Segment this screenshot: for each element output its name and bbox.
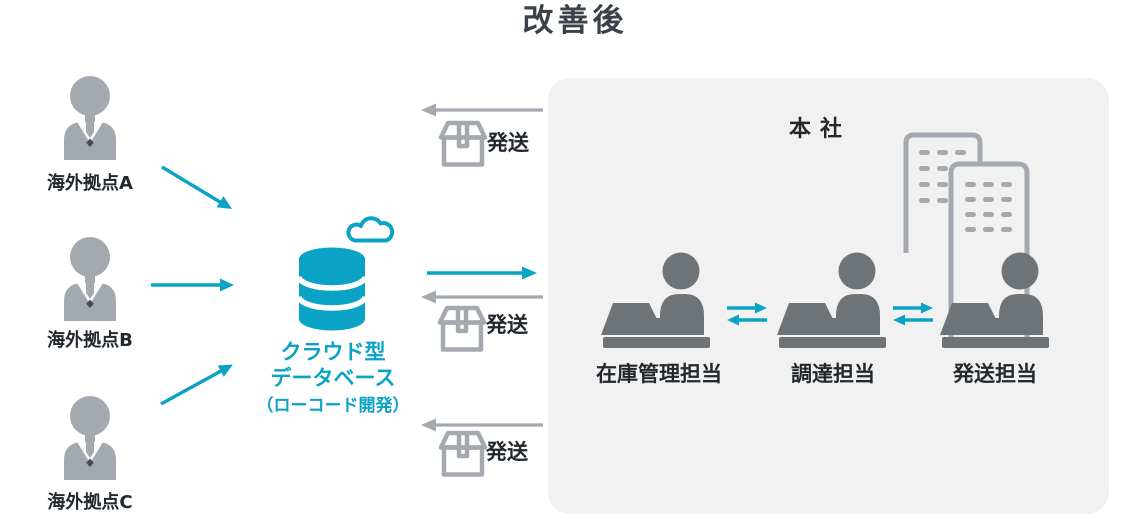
staff-label-shipping: 発送担当 xyxy=(953,362,1037,386)
arrow-site-c-to-db xyxy=(160,364,233,406)
staff-label-procurement: 調達担当 xyxy=(791,362,875,386)
overseas-site-c-icon xyxy=(64,396,116,480)
cloud-icon xyxy=(346,216,395,243)
database-icon xyxy=(296,247,368,331)
overseas-site-b-icon xyxy=(64,237,116,321)
shipping-arrow-middle xyxy=(421,290,543,304)
shipping-label-bottom: 発送 xyxy=(486,440,528,464)
exchange-arrows-2 xyxy=(893,302,933,326)
arrow-site-a-to-db xyxy=(161,165,232,209)
shipping-arrow-bottom xyxy=(421,418,543,432)
exchange-arrows-1 xyxy=(727,302,767,326)
shipping-arrow-top xyxy=(421,103,543,117)
staff-label-inventory: 在庫管理担当 xyxy=(596,362,722,386)
site-label-b: 海外拠点B xyxy=(47,330,133,351)
database-label-line3: （ローコード開発） xyxy=(256,396,410,416)
database-label-line1: クラウド型 xyxy=(280,340,386,364)
package-icon-bottom xyxy=(441,433,485,475)
shipping-label-middle: 発送 xyxy=(486,313,528,337)
worker-icon-procurement xyxy=(777,252,886,348)
site-label-c: 海外拠点C xyxy=(47,492,133,513)
head-office-title: 本社 xyxy=(788,117,851,142)
worker-icon-inventory xyxy=(601,252,710,348)
office-buildings-icon xyxy=(903,132,1030,340)
package-icon-top xyxy=(441,123,485,165)
site-label-a: 海外拠点A xyxy=(47,173,133,194)
shipping-label-top: 発送 xyxy=(487,131,529,155)
arrow-site-b-to-db xyxy=(151,278,234,292)
arrow-db-to-office xyxy=(427,266,537,280)
page-title: 改善後 xyxy=(522,3,628,39)
overseas-site-a-icon xyxy=(64,76,116,160)
package-icon-middle xyxy=(440,308,484,350)
database-label-line2: データベース xyxy=(270,366,396,390)
